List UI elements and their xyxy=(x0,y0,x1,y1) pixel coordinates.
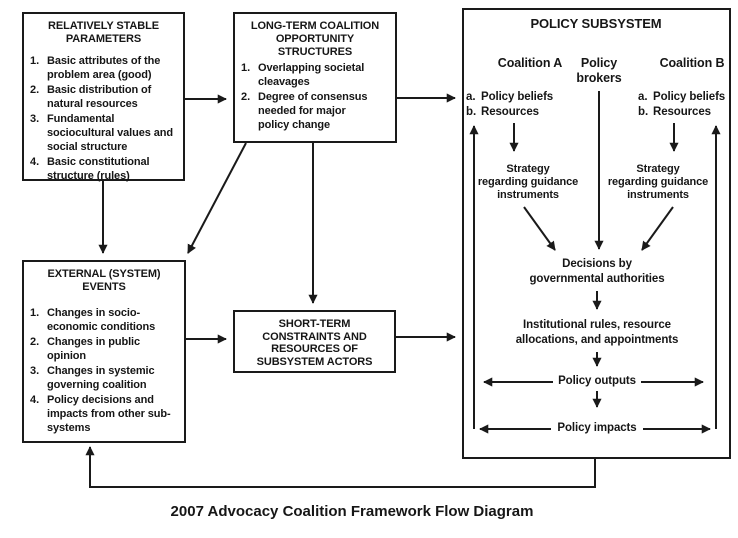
coalition-a-heading: Coalition A xyxy=(497,56,563,70)
arrow-longterm-to-external xyxy=(187,142,247,254)
list-item: 4. Policy decisions and impacts from oth… xyxy=(30,394,171,434)
coalition-b-heading: Coalition B xyxy=(659,56,725,70)
list-item: b. Resources xyxy=(466,106,539,118)
long-term-list: 1. Overlapping societal cleavages 2. Deg… xyxy=(235,61,395,132)
list-item: 1. Changes in socio- economic conditions xyxy=(30,307,156,333)
decisions-label: Decisions by governmental authorities xyxy=(529,258,665,285)
list-item: a. Policy beliefs xyxy=(466,91,554,103)
policy-brokers-heading: Policy brokers xyxy=(576,56,622,85)
external-events-list: 1. Changes in socio- economic conditions… xyxy=(24,306,184,435)
list-item: 3. Changes in systemic governing coaliti… xyxy=(30,365,155,391)
list-item: a. Policy beliefs xyxy=(638,91,726,103)
strategy-a-label: Strategy regarding guidance instruments xyxy=(477,163,579,201)
box-relatively-stable-parameters: RELATIVELY STABLE PARAMETERS 1. Basic at… xyxy=(22,12,185,183)
box-external-system-events: EXTERNAL (SYSTEM) EVENTS 1. Changes in s… xyxy=(22,260,186,443)
coalition-b-attributes: a. Policy beliefs b. Resources xyxy=(638,90,725,120)
box-short-term-constraints: SHORT-TERM CONSTRAINTS AND RESOURCES OF … xyxy=(233,310,396,373)
list-item: 2. Degree of consensus needed for major … xyxy=(241,91,368,131)
list-item: 2. Basic distribution of natural resourc… xyxy=(30,84,152,110)
diagram-caption: 2007 Advocacy Coalition Framework Flow D… xyxy=(170,503,534,520)
list-item: 4. Basic constitutional structure (rules… xyxy=(30,156,150,182)
list-item: 3. Fundamental sociocultural values and … xyxy=(30,113,173,153)
list-item: 1. Basic attributes of the problem area … xyxy=(30,55,161,81)
policy-impacts-label: Policy impacts xyxy=(557,422,637,434)
stable-parameters-list: 1. Basic attributes of the problem area … xyxy=(24,54,183,183)
box-title-long-term: LONG-TERM COALITION OPPORTUNITY STRUCTUR… xyxy=(250,20,380,58)
box-long-term-coalition-structures: LONG-TERM COALITION OPPORTUNITY STRUCTUR… xyxy=(233,12,397,143)
policy-subsystem-title: POLICY SUBSYSTEM xyxy=(530,16,662,31)
box-title-stable-parameters: RELATIVELY STABLE PARAMETERS xyxy=(48,20,159,45)
list-item: 1. Overlapping societal cleavages xyxy=(241,62,365,88)
institutional-rules-label: Institutional rules, resource allocation… xyxy=(515,319,679,346)
policy-outputs-label: Policy outputs xyxy=(558,375,636,387)
box-title-short-term: SHORT-TERM CONSTRAINTS AND RESOURCES OF … xyxy=(256,318,373,368)
list-item: 2. Changes in public opinion xyxy=(30,336,141,362)
list-item: b. Resources xyxy=(638,106,711,118)
coalition-a-attributes: a. Policy beliefs b. Resources xyxy=(466,90,553,120)
box-policy-subsystem: POLICY SUBSYSTEM Coalition A Policy brok… xyxy=(462,8,731,459)
strategy-b-label: Strategy regarding guidance instruments xyxy=(607,163,709,201)
box-title-external-events: EXTERNAL (SYSTEM) EVENTS xyxy=(47,268,161,293)
